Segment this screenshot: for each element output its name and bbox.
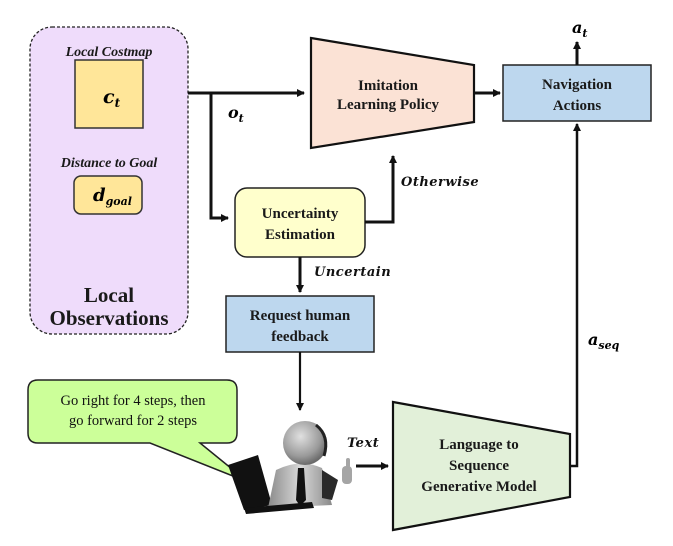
- arrow-otherwise: [365, 155, 397, 224]
- navigation-actions-box: [502, 64, 652, 122]
- local-observations-title-line1: Local: [84, 283, 134, 307]
- person-head: [283, 421, 327, 465]
- costmap-symbol: ct: [103, 86, 121, 110]
- navigation-actions-line2: Actions: [553, 98, 601, 114]
- language-model-node: Language to Sequence Generative Model: [391, 400, 572, 532]
- thumb-up: [342, 466, 352, 484]
- laptop-screen: [228, 455, 272, 510]
- person-with-laptop-icon: [228, 421, 352, 514]
- uncertainty-estimation-box: [234, 187, 366, 258]
- uncertainty-estimation-line1: Uncertainty: [262, 206, 339, 222]
- text-edge-label: Text: [347, 436, 379, 451]
- uncertain-label: Uncertain: [314, 265, 391, 280]
- request-feedback-node: Request human feedback: [225, 295, 375, 353]
- request-feedback-line1: Request human: [250, 308, 351, 324]
- sequence-symbol: aseq: [588, 330, 620, 352]
- headset: [315, 423, 328, 457]
- language-model-shape: [391, 400, 572, 532]
- arrow-sequence-to-navigation: [570, 123, 581, 468]
- speech-bubble-shape: [27, 379, 249, 483]
- otherwise-label: Otherwise: [401, 175, 479, 190]
- costmap-box: [74, 59, 144, 129]
- local-observations-panel: Local Costmap ct Distance to Goal dgoal …: [29, 26, 189, 335]
- navigation-actions-node: Navigation Actions: [502, 64, 652, 122]
- edge-observations-to-policy: ot: [188, 89, 305, 222]
- distance-box: [73, 175, 143, 215]
- observation-symbol: ot: [228, 103, 244, 125]
- local-observations-title-line2: Observations: [49, 306, 168, 330]
- thumb: [346, 458, 350, 468]
- language-model-line2: Sequence: [449, 458, 509, 474]
- speech-bubble-line1: Go right for 4 steps, then: [61, 393, 207, 409]
- imitation-policy-node: Imitation Learning Policy: [309, 36, 476, 150]
- imitation-policy-shape: [309, 36, 476, 150]
- person-arm: [322, 470, 338, 500]
- arrow-to-uncertainty: [209, 93, 229, 222]
- uncertainty-estimation-line2: Estimation: [265, 227, 336, 243]
- request-feedback-box: [225, 295, 375, 353]
- action-output-symbol: at: [572, 18, 587, 40]
- request-feedback-line2: feedback: [271, 329, 329, 345]
- speech-bubble-line2: go forward for 2 steps: [69, 413, 197, 429]
- laptop-base: [244, 502, 314, 514]
- navigation-actions-line1: Navigation: [542, 77, 613, 93]
- costmap-label: Local Costmap: [65, 45, 153, 60]
- distance-symbol: dgoal: [93, 185, 132, 208]
- distance-label: Distance to Goal: [60, 156, 158, 171]
- imitation-policy-line1: Imitation: [358, 78, 419, 94]
- language-model-line1: Language to: [439, 437, 519, 453]
- uncertainty-estimation-node: Uncertainty Estimation: [234, 187, 366, 258]
- speech-bubble: Go right for 4 steps, then go forward fo…: [27, 379, 249, 483]
- person-tie: [296, 468, 306, 506]
- imitation-policy-line2: Learning Policy: [337, 97, 440, 113]
- language-model-line3: Generative Model: [421, 479, 536, 495]
